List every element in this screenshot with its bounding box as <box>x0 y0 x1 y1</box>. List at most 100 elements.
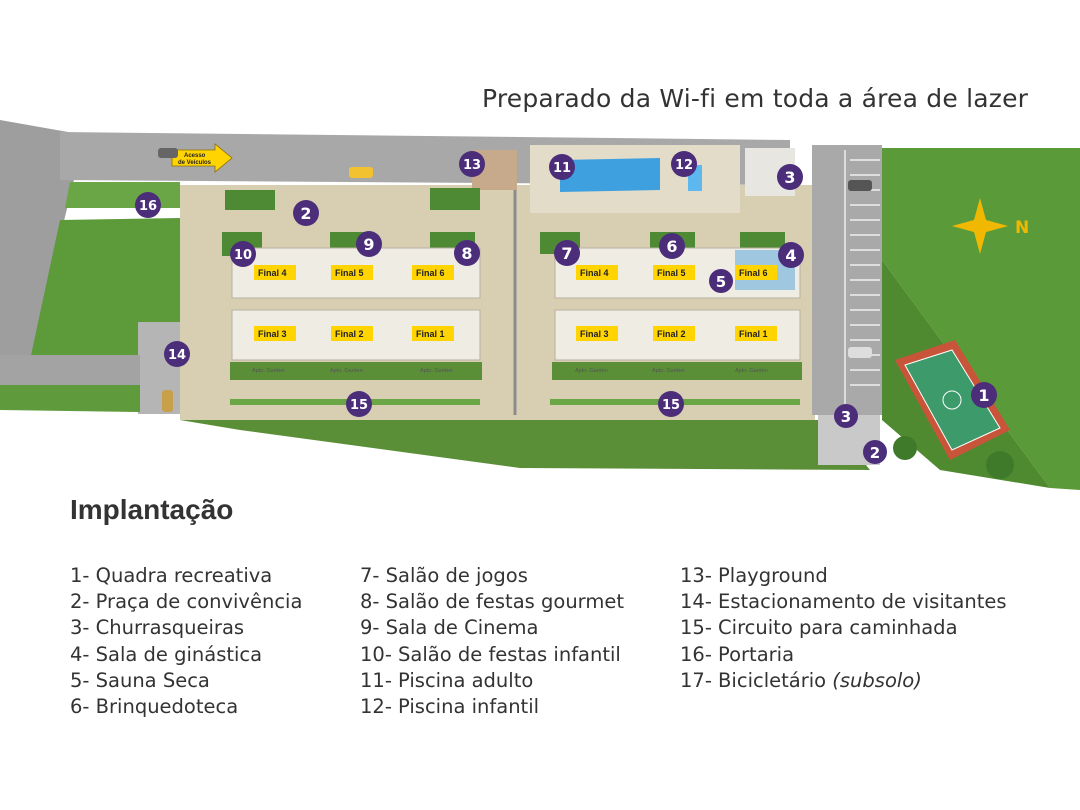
garden-bed <box>430 188 480 210</box>
car-icon <box>848 180 872 191</box>
unit-label: Final 2 <box>335 329 364 339</box>
garden-label: Apto. Garden <box>420 368 453 374</box>
svg-text:15: 15 <box>662 398 680 413</box>
marker-3: 3 <box>777 164 803 190</box>
unit-label: Final 5 <box>335 268 364 278</box>
marker-7: 7 <box>554 240 580 266</box>
vehicle-access-arrow-icon <box>171 143 233 173</box>
legend-item: 12- Piscina infantil <box>360 695 540 719</box>
marker-14: 14 <box>164 341 190 367</box>
unit-labels: Final 4 Final 5 Final 6 Final 3 Final 2 … <box>254 265 777 341</box>
legend-column-1: 1- Quadra recreativa 2- Praça de convivê… <box>70 563 302 720</box>
garden-label: Apto. Garden <box>252 368 285 374</box>
svg-text:10: 10 <box>234 248 252 263</box>
svg-text:8: 8 <box>461 244 472 263</box>
car-icon <box>848 347 872 358</box>
marker-15: 15 <box>346 391 372 417</box>
legend-item: 15- Circuito para caminhada <box>680 616 958 640</box>
svg-text:13: 13 <box>463 158 481 173</box>
svg-text:2: 2 <box>870 444 880 462</box>
unit-label: Final 1 <box>739 329 768 339</box>
svg-text:1: 1 <box>978 386 989 405</box>
legend-item: 13- Playground <box>680 564 828 587</box>
svg-text:9: 9 <box>363 235 374 254</box>
svg-text:11: 11 <box>553 161 571 176</box>
legend-item: 9- Sala de Cinema <box>360 616 539 640</box>
shrub <box>893 436 917 460</box>
site-plan-map: Apto. Garden Apto. Garden Apto. Garden A… <box>0 120 1080 490</box>
unit-label: Final 4 <box>580 268 609 278</box>
vehicle-access-label: Acesso <box>184 153 206 159</box>
legend-title: Implantação <box>70 494 234 525</box>
lawn-bottom <box>180 420 870 470</box>
legend-item: 10- Salão de festas infantil <box>360 642 621 666</box>
map-markers: 1 2 2 3 3 4 5 6 7 8 9 10 11 12 13 14 15 … <box>135 151 997 464</box>
legend-item: 2- Praça de convivência <box>70 590 303 614</box>
svg-text:16: 16 <box>139 199 157 214</box>
legend-item: 1- Quadra recreativa <box>70 564 273 587</box>
legend-item: 4- Sala de ginástica <box>70 642 263 666</box>
wifi-caption: Preparado da Wi-fi em toda a área de laz… <box>482 84 1029 113</box>
adult-pool <box>560 158 660 192</box>
legend-item: 8- Salão de festas gourmet <box>360 590 624 614</box>
svg-text:4: 4 <box>785 246 796 265</box>
svg-text:5: 5 <box>716 273 726 291</box>
legend-item-note: (subsolo) <box>832 668 922 692</box>
lawn-bottom-left <box>0 385 140 412</box>
legend-item: 17- Bicicletário (subsolo) <box>680 668 1007 694</box>
marker-8: 8 <box>454 240 480 266</box>
shrub <box>986 451 1014 479</box>
court-center <box>942 390 962 410</box>
garden-label: Apto. Garden <box>330 368 363 374</box>
legend-item: 7- Salão de jogos <box>360 564 528 587</box>
marker-15: 15 <box>658 391 684 417</box>
street-left <box>0 120 85 362</box>
compass-north-label: N <box>1015 218 1029 238</box>
legend-column-3: 13- Playground 14- Estacionamento de vis… <box>680 563 1007 694</box>
svg-text:3: 3 <box>841 408 851 426</box>
marker-9: 9 <box>356 231 382 257</box>
legend-item: 6- Brinquedoteca <box>70 695 239 719</box>
marker-11: 11 <box>549 154 575 180</box>
svg-text:15: 15 <box>350 398 368 413</box>
legend-item: 14- Estacionamento de visitantes <box>680 590 1007 614</box>
svg-text:2: 2 <box>300 204 311 223</box>
unit-label: Final 4 <box>258 268 287 278</box>
marker-2: 2 <box>863 440 887 464</box>
svg-text:14: 14 <box>168 348 186 363</box>
unit-label: Final 6 <box>739 268 768 278</box>
car-icon <box>349 167 373 178</box>
marker-13: 13 <box>459 151 485 177</box>
unit-label: Final 5 <box>657 268 686 278</box>
court-inner <box>904 349 1001 451</box>
unit-label: Final 6 <box>416 268 445 278</box>
car-icon <box>162 390 173 412</box>
legend-item: 11- Piscina adulto <box>360 668 534 692</box>
marker-5: 5 <box>709 269 733 293</box>
vehicle-access-label: de Veículos <box>178 160 212 166</box>
lawn-right <box>882 148 1080 490</box>
marker-1: 1 <box>971 382 997 408</box>
legend-item-text: 17- Bicicletário <box>680 668 833 692</box>
marker-12: 12 <box>671 151 697 177</box>
svg-text:12: 12 <box>675 158 693 173</box>
unit-label: Final 2 <box>657 329 686 339</box>
unit-label: Final 3 <box>258 329 287 339</box>
garden-label: Apto. Garden <box>575 368 608 374</box>
svg-text:3: 3 <box>784 168 795 187</box>
garden-strip-left <box>230 362 482 380</box>
compass-icon <box>952 198 1008 254</box>
marker-16: 16 <box>135 192 161 218</box>
marker-6: 6 <box>659 233 685 259</box>
garden-label: Apto. Garden <box>652 368 685 374</box>
svg-text:6: 6 <box>666 237 677 256</box>
marker-2: 2 <box>293 200 319 226</box>
plot-paving <box>180 185 815 420</box>
lawn-left-top <box>65 182 180 208</box>
legend-item: 5- Sauna Seca <box>70 668 210 692</box>
unit-label: Final 3 <box>580 329 609 339</box>
marker-10: 10 <box>230 241 256 267</box>
road-bottom-left <box>0 355 140 385</box>
marker-3: 3 <box>834 404 858 428</box>
car-icon <box>158 148 178 158</box>
